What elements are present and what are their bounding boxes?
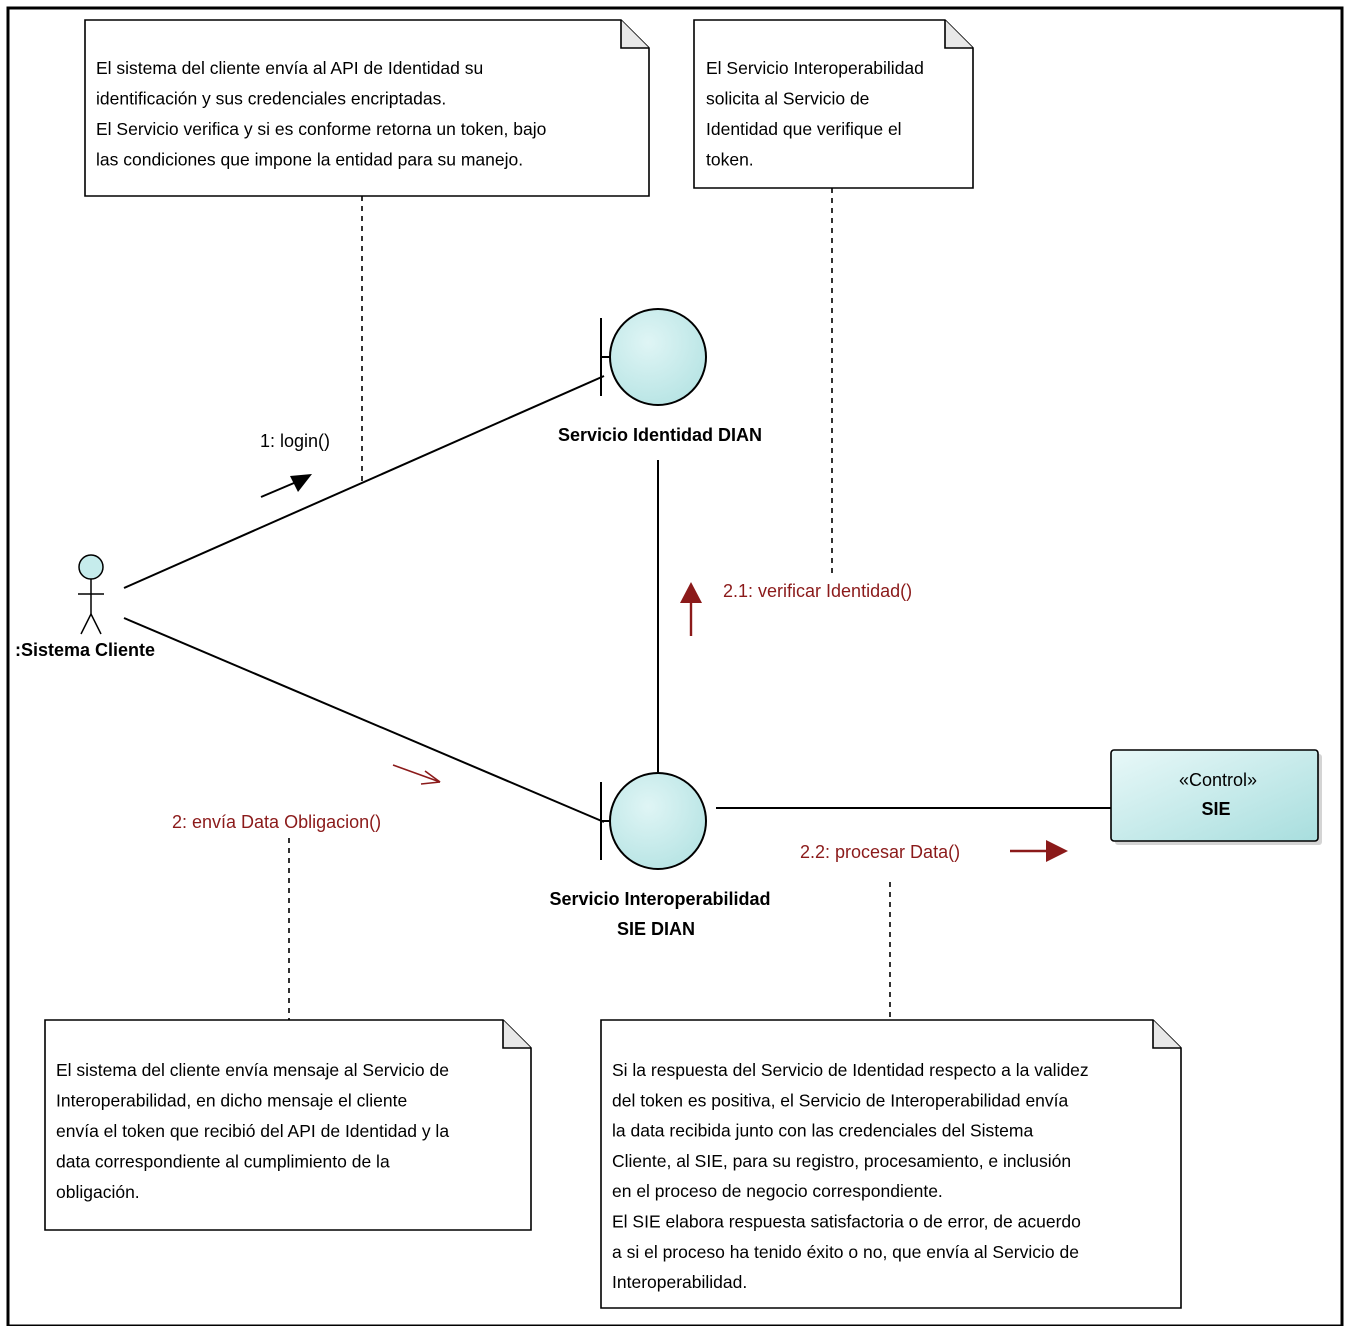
identity-service-label: Servicio Identidad DIAN [558,425,762,445]
note3-line: El sistema del cliente envía mensaje al … [56,1060,449,1080]
note4-line: Si la respuesta del Servicio de Identida… [612,1060,1089,1080]
note2-line: Identidad que verifique el [706,119,902,139]
control-stereotype: «Control» [1179,770,1257,790]
note3-line: Interoperabilidad, en dicho mensaje el c… [56,1091,407,1111]
actor-head-icon [78,554,104,580]
arrow-right-icon [260,482,295,498]
boundary-circle-icon [609,772,707,870]
note1-line: identificación y sus credenciales encrip… [96,89,446,109]
message-procesar-data: 2.2: procesar Data() [800,840,1068,862]
control-name: SIE [1201,799,1230,819]
note3-line: obligación. [56,1182,140,1202]
note-verify: El Servicio Interoperabilidad solicita al… [693,19,974,189]
note4-line: Interoperabilidad. [612,1272,747,1292]
boundary-servicio-identidad[interactable]: Servicio Identidad DIAN [558,308,762,445]
actor-sistema-cliente[interactable]: :Sistema Cliente [15,554,155,660]
note-send-data: El sistema del cliente envía mensaje al … [44,1019,532,1231]
note2-line: El Servicio Interoperabilidad [706,58,924,78]
arrowhead-icon [680,582,702,603]
interop-service-label-1: Servicio Interoperabilidad [549,889,770,909]
note4-line: la data recibida junto con las credencia… [612,1121,1033,1141]
message-procesar-label: 2.2: procesar Data() [800,842,960,862]
note2-line: solicita al Servicio de [706,89,869,109]
message-login-label: 1: login() [260,431,330,451]
note3-line: data correspondiente al cumplimiento de … [56,1152,390,1172]
note4-line: a si el proceso ha tenido éxito o no, qu… [612,1242,1079,1262]
note4-line: El SIE elabora respuesta satisfactoria o… [612,1212,1081,1232]
boundary-circle-icon [609,308,707,406]
link-actor-identity [123,375,605,589]
note3-line: envía el token que recibió del API de Id… [56,1121,449,1141]
message-envia-data-label: 2: envía Data Obligacion() [172,812,381,832]
message-verificar-label: 2.1: verificar Identidad() [723,581,912,601]
note4-line: en el proceso de negocio correspondiente… [612,1181,943,1201]
note1-line: las condiciones que impone la entidad pa… [96,150,523,170]
note4-line: del token es positiva, el Servicio de In… [612,1090,1069,1110]
note1-line: El Servicio verifica y si es conforme re… [96,119,546,139]
control-box [1110,749,1319,842]
message-verificar-identidad: 2.1: verificar Identidad() [680,581,912,636]
note1-line: El sistema del cliente envía al API de I… [96,58,483,78]
arrow-right-icon [392,764,441,783]
message-envia-data: 2: envía Data Obligacion() [172,764,441,832]
message-login: 1: login() [260,431,330,498]
note-login: El sistema del cliente envía al API de I… [84,19,650,197]
arrowhead-icon [1046,840,1068,862]
control-sie[interactable]: «Control» SIE [1110,749,1322,845]
boundary-servicio-interoperabilidad[interactable]: Servicio Interoperabilidad SIE DIAN [549,772,771,939]
note2-line: token. [706,150,754,170]
actor-label: :Sistema Cliente [15,640,155,660]
note4-line: Cliente, al SIE, para su registro, proce… [612,1151,1071,1171]
note-process: Si la respuesta del Servicio de Identida… [600,1019,1182,1309]
arrowhead-icon [290,474,312,492]
link-actor-interop [123,617,605,823]
interop-service-label-2: SIE DIAN [617,919,695,939]
